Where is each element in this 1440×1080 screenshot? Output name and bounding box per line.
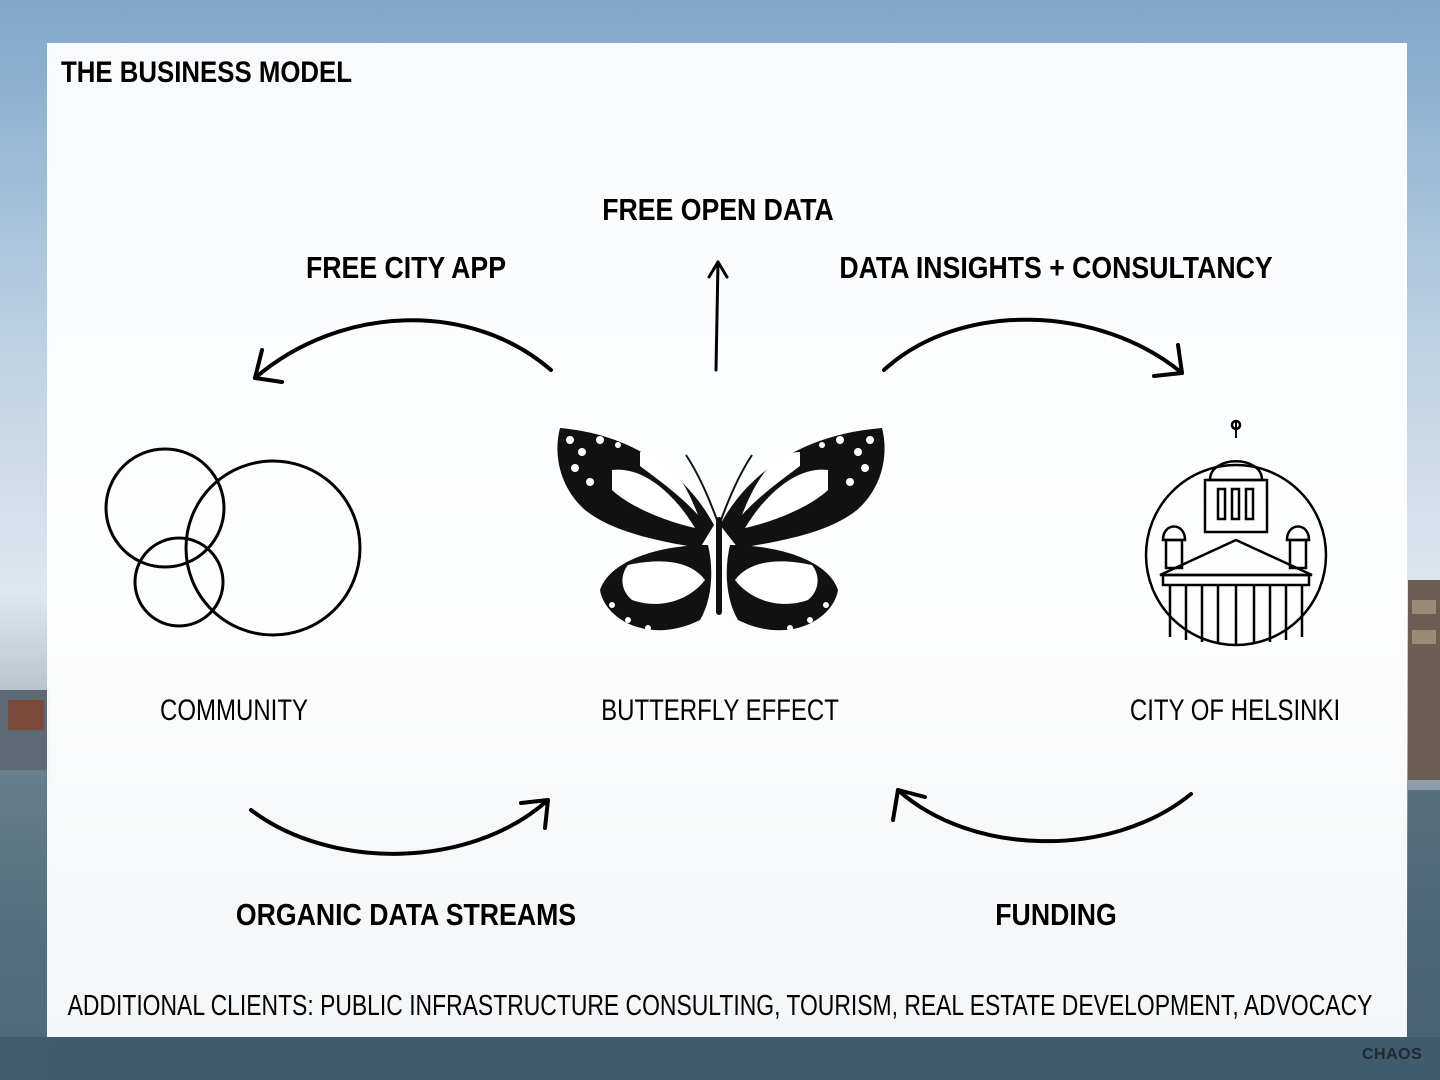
label-funding: FUNDING bbox=[995, 897, 1117, 932]
arrow-organic-data-streams bbox=[249, 798, 550, 856]
arrow-funding bbox=[891, 788, 1193, 844]
label-organic-data-streams: ORGANIC DATA STREAMS bbox=[235, 897, 577, 932]
additional-clients-footer: ADDITIONAL CLIENTS: PUBLIC INFRASTRUCTUR… bbox=[67, 990, 1373, 1022]
page-title: THE BUSINESS MODEL bbox=[61, 56, 353, 89]
arrow-free-city-app bbox=[253, 318, 553, 384]
label-butterfly-effect: BUTTERFLY EFFECT bbox=[601, 694, 839, 727]
chaos-logo: CHAOS bbox=[1362, 1046, 1423, 1063]
community-circles-icon bbox=[104, 447, 362, 637]
helsinki-cathedral-icon bbox=[1144, 419, 1328, 647]
label-city-of-helsinki: CITY OF HELSINKI bbox=[1129, 694, 1341, 727]
label-community: COMMUNITY bbox=[160, 694, 308, 727]
label-data-insights: DATA INSIGHTS + CONSULTANCY bbox=[839, 250, 1273, 285]
butterfly-icon bbox=[557, 428, 885, 631]
arrow-free-open-data bbox=[707, 260, 729, 372]
label-free-open-data: FREE OPEN DATA bbox=[602, 192, 834, 227]
label-free-city-app: FREE CITY APP bbox=[306, 250, 506, 285]
arrow-data-insights bbox=[882, 317, 1184, 378]
